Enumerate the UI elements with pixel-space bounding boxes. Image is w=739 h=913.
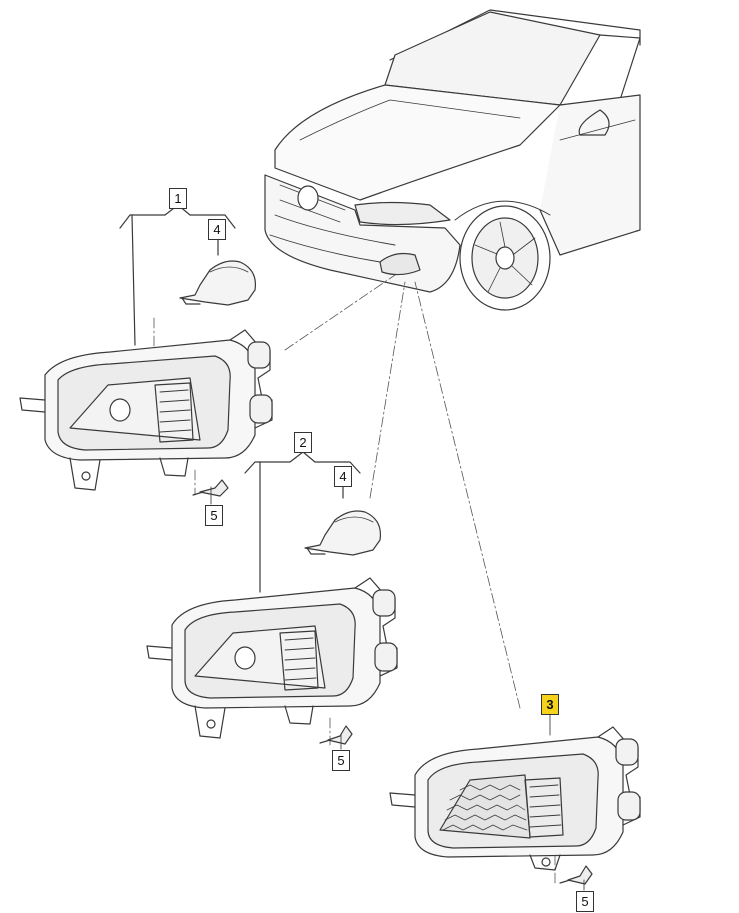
callout-connectors bbox=[210, 486, 585, 891]
bulb-1 bbox=[179, 260, 257, 306]
callout-4-middle[interactable]: 4 bbox=[334, 466, 352, 487]
callout-5-lower[interactable]: 5 bbox=[576, 891, 594, 912]
screw-3 bbox=[559, 865, 593, 885]
bulb-2 bbox=[304, 510, 382, 556]
callout-1[interactable]: 1 bbox=[169, 188, 187, 209]
callout-5-middle[interactable]: 5 bbox=[332, 750, 350, 771]
leader-lines bbox=[153, 274, 556, 886]
screw-1 bbox=[192, 479, 229, 497]
callout-2[interactable]: 2 bbox=[294, 432, 312, 453]
fog-light-assembly-2 bbox=[146, 577, 398, 739]
fog-light-assembly-3 bbox=[389, 726, 641, 871]
car-illustration bbox=[264, 9, 641, 311]
callout-5-upper[interactable]: 5 bbox=[205, 505, 223, 526]
fog-light-assembly-1 bbox=[19, 329, 273, 491]
screw-2 bbox=[319, 725, 353, 745]
callout-4-upper[interactable]: 4 bbox=[208, 219, 226, 240]
callout-3-highlighted[interactable]: 3 bbox=[541, 694, 559, 715]
